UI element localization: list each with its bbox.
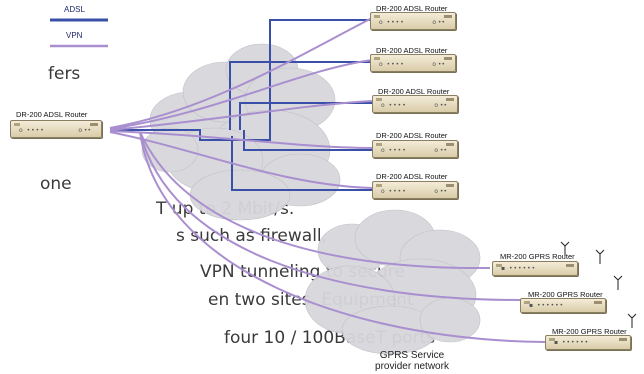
logo-icon xyxy=(444,15,452,18)
hub-router-label: DR-200 ADSL Router xyxy=(16,110,88,119)
gprs-router-device: ▪ •••••• xyxy=(545,335,631,350)
logo-icon xyxy=(594,301,602,304)
logo-icon xyxy=(619,338,627,341)
gprs-cloud-caption-line1: GPRS Service xyxy=(379,350,445,361)
port-icon: o •• xyxy=(432,61,445,68)
led-icon xyxy=(376,98,382,101)
logo-icon xyxy=(446,143,454,146)
adsl-router-label: DR-200 ADSL Router xyxy=(376,46,448,55)
port-icon: o •• xyxy=(434,102,447,109)
led-icon xyxy=(374,15,380,18)
led-icon xyxy=(14,123,20,126)
led-icon xyxy=(549,338,555,341)
gprs-router-device: ▪ •••••• xyxy=(520,298,606,313)
adsl-router-device: o •••• o •• xyxy=(372,181,458,199)
logo-icon xyxy=(566,264,574,267)
logo-icon xyxy=(446,184,454,187)
vpn-links xyxy=(109,17,546,343)
gprs-antennas xyxy=(560,241,637,328)
adsl-router-label: DR-200 ADSL Router xyxy=(376,131,448,140)
gprs-router-label: MR-200 GPRS Router xyxy=(528,290,603,299)
logo-icon xyxy=(444,57,452,60)
port-icon: ▪ •••••• xyxy=(529,302,565,309)
port-icon: o •• xyxy=(78,127,91,134)
led-icon xyxy=(374,57,380,60)
adsl-router-device: o •••• o •• xyxy=(370,12,456,30)
led-icon xyxy=(496,264,502,267)
gprs-cloud-caption: GPRS Service provider network xyxy=(362,350,462,372)
port-icon: o •••• xyxy=(379,19,405,26)
adsl-router-device: o •••• o •• xyxy=(372,95,458,113)
adsl-router-device: o •••• o •• xyxy=(372,140,458,158)
port-icon: ▪ •••••• xyxy=(554,339,590,346)
port-icon: o •• xyxy=(434,147,447,154)
logo-icon xyxy=(446,98,454,101)
body-text-line: one xyxy=(40,174,72,194)
port-icon: o •• xyxy=(434,188,447,195)
port-icon: ▪ •••••• xyxy=(501,265,537,272)
gprs-router-label: MR-200 GPRS Router xyxy=(500,252,575,261)
body-text-line: fers xyxy=(48,64,81,84)
gprs-router-label: MR-200 GPRS Router xyxy=(552,327,627,336)
gprs-router-device: ▪ •••••• xyxy=(492,261,578,276)
gprs-cloud xyxy=(304,209,481,355)
port-icon: o •••• xyxy=(381,147,407,154)
led-icon xyxy=(376,143,382,146)
adsl-router-label: DR-200 ADSL Router xyxy=(376,4,448,13)
legend-adsl-label: ADSL xyxy=(64,5,85,14)
adsl-router-label: DR-200 ADSL Router xyxy=(378,87,450,96)
gprs-cloud-caption-line2: provider network xyxy=(375,361,449,372)
hub-router-device: o •••• o •• xyxy=(10,120,102,138)
port-icon: o •• xyxy=(432,19,445,26)
port-icon: o •••• xyxy=(379,61,405,68)
legend-vpn-label: VPN xyxy=(66,31,83,40)
port-icon: o •••• xyxy=(381,188,407,195)
port-icon: o •••• xyxy=(381,102,407,109)
led-icon xyxy=(524,301,530,304)
adsl-router-label: DR-200 ADSL Router xyxy=(376,172,448,181)
logo-icon xyxy=(90,123,98,126)
adsl-router-device: o •••• o •• xyxy=(370,54,456,72)
led-icon xyxy=(376,184,382,187)
port-icon: o •••• xyxy=(19,127,45,134)
